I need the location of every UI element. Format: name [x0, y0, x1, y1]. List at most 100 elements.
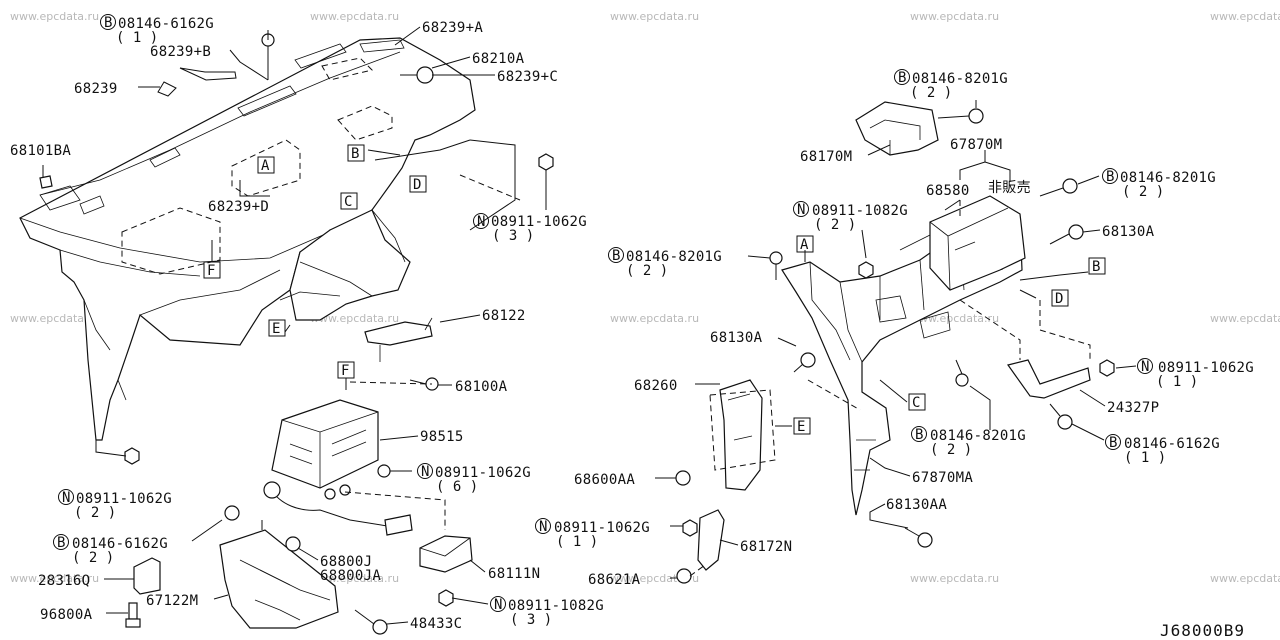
part-label: 68170M	[800, 149, 852, 165]
watermark: www.epcdata.ru	[910, 572, 999, 585]
callout-label: E	[272, 321, 280, 337]
callout-b-left: B	[347, 144, 365, 162]
callout-e-left: E	[268, 319, 286, 337]
fastener-qty: ( 2 )	[1122, 184, 1164, 200]
part-label: 67122M	[146, 593, 198, 609]
fastener-label-f12: B 08146-8201G ( 2 )	[911, 426, 1026, 458]
bracket-68111n-drawing	[419, 535, 473, 573]
callout-label: D	[413, 177, 421, 193]
fastener-label-f3: N 08911-1062G ( 2 )	[58, 489, 172, 521]
bracket-68260-drawing	[719, 379, 763, 491]
part-label: 68239+C	[497, 69, 558, 85]
callout-label: A	[800, 237, 809, 253]
part-labels: 68239+A 68239+B 68239 68210A 68239+C 681…	[10, 20, 1159, 632]
fastener-label-f9: N 08911-1082G ( 2 )	[793, 201, 908, 233]
fastener-number: 08911-1062G	[76, 491, 172, 507]
fastener-number: 08146-6162G	[118, 16, 214, 32]
fastener-label-f8: B 08146-8201G ( 2 )	[1102, 168, 1216, 200]
part-label: 68239	[74, 81, 118, 97]
callout-b-right: B	[1088, 257, 1106, 275]
callout-a-right: A	[796, 235, 814, 253]
callout-c-left: C	[340, 192, 358, 210]
watermark: www.epcdata.ru	[610, 10, 699, 23]
bracket-68122-drawing	[364, 317, 433, 362]
fastener-qty: ( 2 )	[74, 505, 116, 521]
part-label: 28316Q	[38, 573, 90, 589]
part-label: 68130A	[1102, 224, 1155, 240]
fastener-number: 08146-6162G	[1124, 436, 1220, 452]
part-label: 68130A	[710, 330, 763, 346]
part-label: 68239+B	[150, 44, 211, 60]
callout-label: F	[341, 363, 349, 379]
fastener-number: 08911-1062G	[554, 520, 650, 536]
fastener-label-f10: B 08146-8201G ( 2 )	[608, 247, 722, 279]
watermark: www.epcdata.ru	[10, 312, 99, 325]
part-label: 68101BA	[10, 143, 71, 159]
watermark: www.epcdata.ru	[310, 572, 399, 585]
fastener-number: 08146-8201G	[626, 249, 722, 265]
fastener-prefix: N	[421, 464, 430, 480]
fastener-prefix: B	[612, 248, 621, 264]
watermark: www.epcdata.ru	[910, 312, 999, 325]
part-label: 24327P	[1107, 400, 1159, 416]
part-label: 96800A	[40, 607, 93, 623]
fastener-prefix: N	[539, 519, 548, 535]
airbag-module-98515-drawing	[263, 399, 413, 536]
part-label: 48433C	[410, 616, 462, 632]
callout-label: C	[912, 395, 920, 411]
callout-f-glovebox: F	[337, 361, 355, 379]
fastener-number: 08146-8201G	[1120, 170, 1216, 186]
watermark-layer: www.epcdata.ru www.epcdata.ru www.epcdat…	[10, 10, 1280, 585]
fastener-qty: ( 2 )	[930, 442, 972, 458]
watermark: www.epcdata.ru	[910, 10, 999, 23]
watermark: www.epcdata.ru	[1210, 572, 1280, 585]
fastener-qty: ( 1 )	[1124, 450, 1166, 466]
fastener-number: 08911-1082G	[508, 598, 604, 614]
fastener-label-f2: N 08911-1062G ( 3 )	[473, 213, 587, 244]
fastener-prefix: B	[104, 15, 113, 31]
part-label: 68621A	[588, 572, 641, 588]
fastener-qty: ( 3 )	[492, 228, 534, 244]
watermark: www.epcdata.ru	[310, 10, 399, 23]
fastener-label-f6: N 08911-1082G ( 3 )	[490, 596, 604, 628]
callout-label: D	[1055, 291, 1063, 307]
bracket-68172n-drawing	[697, 509, 725, 571]
callout-c-right: C	[908, 393, 926, 411]
callout-a-left: A	[257, 156, 275, 174]
part-label: 68130AA	[886, 497, 947, 513]
part-label: 68100A	[455, 379, 508, 395]
fastener-label-f1: B 08146-6162G ( 1 )	[100, 14, 214, 46]
part-label: 68800J	[320, 554, 372, 570]
fastener-label-f11: N 08911-1062G ( 1 )	[1137, 358, 1254, 390]
part-label: 68210A	[472, 51, 525, 67]
callout-boxes: A B C D F E F A	[203, 144, 1106, 435]
watermark: www.epcdata.ru	[310, 312, 399, 325]
fastener-qty: ( 2 )	[814, 217, 856, 233]
callout-label: F	[207, 263, 215, 279]
fastener-number: 08146-8201G	[912, 71, 1008, 87]
callout-label: A	[261, 158, 270, 174]
watermark: www.epcdata.ru	[1210, 10, 1280, 23]
fastener-qty: ( 1 )	[1156, 374, 1198, 390]
callout-d-right: D	[1051, 289, 1069, 307]
fastener-prefix: B	[1106, 169, 1115, 185]
fastener-qty: ( 3 )	[510, 612, 552, 628]
fastener-number: 08911-1062G	[491, 214, 587, 230]
fastener-qty: ( 1 )	[116, 30, 158, 46]
fastener-qty: ( 6 )	[436, 479, 478, 495]
fastener-prefix: B	[1109, 435, 1118, 451]
fastener-number: 08911-1062G	[435, 465, 531, 481]
callout-d-left: D	[409, 175, 427, 193]
fastener-label-f5: B 08146-6162G ( 2 )	[53, 534, 168, 566]
fastener-qty: ( 2 )	[910, 85, 952, 101]
fastener-number: 08146-6162G	[72, 536, 168, 552]
part-label: 68800JA	[320, 568, 381, 584]
fastener-qty: ( 2 )	[626, 263, 668, 279]
fastener-label-f7: B 08146-8201G ( 2 )	[894, 69, 1008, 101]
fastener-label-f14: N 08911-1062G ( 1 )	[535, 518, 650, 550]
watermark: www.epcdata.ru	[610, 312, 699, 325]
callout-label: E	[797, 419, 805, 435]
leader-lines	[42, 26, 1137, 625]
fastener-symbols	[124, 33, 1115, 635]
